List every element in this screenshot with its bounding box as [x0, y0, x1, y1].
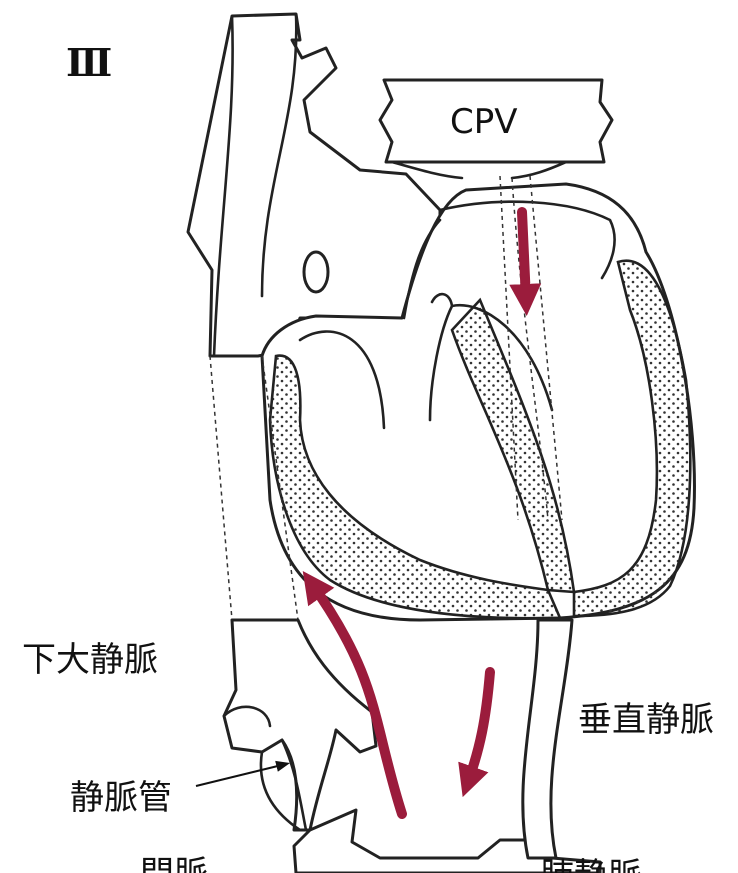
ductus-venosus-pointer [196, 764, 286, 786]
ductus-venosus-label: 静脈管 [70, 770, 172, 819]
vertical-vein [523, 620, 572, 858]
cpv-connector [392, 162, 566, 178]
vertical-vein-label: 垂直静脈 [578, 692, 714, 741]
hepatic-vein-label: 肺静脈 [540, 848, 642, 873]
flow-arrow-cpv-down [522, 212, 526, 300]
flow-arrow-vertical-down [468, 672, 490, 782]
cpv-label: CPV [450, 102, 518, 142]
foramen-ovale [304, 252, 328, 292]
panel-label: Ⅲ [66, 40, 112, 85]
ivc-projection-left [210, 356, 232, 620]
portal-label: 門脈 [140, 846, 208, 873]
ivc-label: 下大静脈 [22, 632, 158, 681]
